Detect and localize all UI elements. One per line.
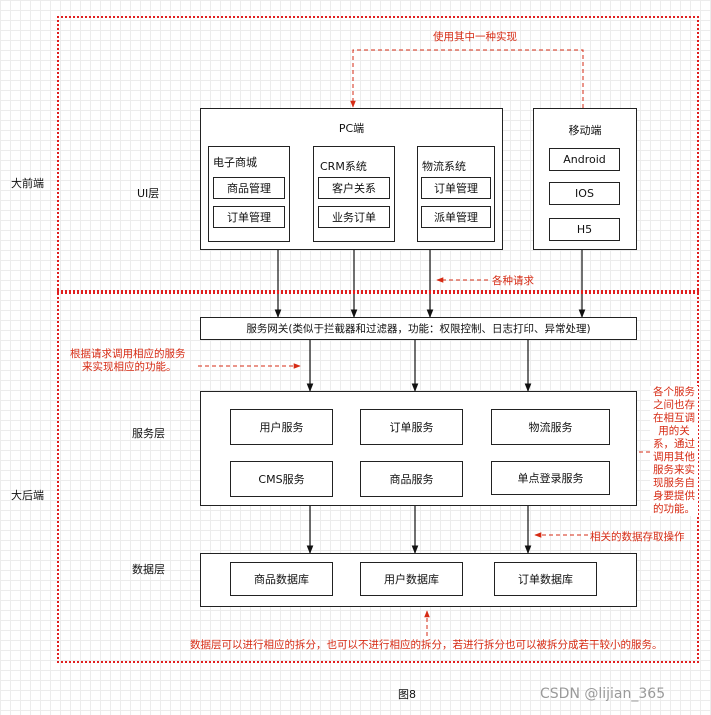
order-service-box: 订单服务 xyxy=(360,409,463,445)
order-db-box: 订单数据库 xyxy=(494,562,597,596)
annotation-routing-line1: 根据请求调用相应的服务 xyxy=(70,348,186,360)
crm-group-title: CRM系统 xyxy=(320,160,367,173)
annotation-service-calls-line: 身要提供 xyxy=(653,490,695,502)
pc-client-title: PC端 xyxy=(338,122,365,135)
annotation-service-calls-line: 调用其他 xyxy=(653,451,695,463)
product-service-box: 商品服务 xyxy=(360,461,463,497)
annotation-data-ops: 相关的数据存取操作 xyxy=(590,531,685,543)
annotation-service-calls-line: 的功能。 xyxy=(653,503,695,515)
crm-item-customer-relations: 客户关系 xyxy=(318,177,390,199)
cms-service-box: CMS服务 xyxy=(230,461,333,497)
mobile-item-android: Android xyxy=(549,148,620,171)
csdn-watermark: CSDN @lijian_365 xyxy=(540,686,666,702)
data-layer-label: 数据层 xyxy=(132,563,165,576)
service-gateway-box: 服务网关(类似于拦截器和过滤器，功能：权限控制、日志打印、异常处理) xyxy=(200,317,637,340)
annotation-routing-line2: 来实现相应的功能。 xyxy=(82,361,177,373)
figure-caption: 图8 xyxy=(398,688,416,701)
annotation-requests: 各种请求 xyxy=(492,275,534,287)
annotation-choose-one-path xyxy=(350,49,584,108)
logistics-group-title: 物流系统 xyxy=(422,160,466,173)
sso-service-box: 单点登录服务 xyxy=(491,461,610,495)
user-db-box: 用户数据库 xyxy=(360,562,463,596)
crm-item-business-orders: 业务订单 xyxy=(318,206,390,228)
frontend-label: 大前端 xyxy=(11,177,44,190)
mobile-item-h5: H5 xyxy=(549,218,620,241)
annotation-service-calls: 各个服务 之间也存 在相互调 用的关 系，通过 调用其他 服务来实 现服务自 身… xyxy=(650,386,698,516)
annotation-service-calls-line: 现服务自 xyxy=(653,477,695,489)
ui-layer-label: UI层 xyxy=(137,187,160,200)
service-layer-label: 服务层 xyxy=(132,427,165,440)
annotation-data-split: 数据层可以进行相应的拆分，也可以不进行相应的拆分，若进行拆分也可以被拆分成若干较… xyxy=(190,639,663,651)
annotation-choose-one: 使用其中一种实现 xyxy=(433,31,517,43)
frontend-region xyxy=(57,16,699,294)
annotation-service-calls-line: 系，通过 xyxy=(653,438,695,450)
annotation-service-calls-line: 用的关 xyxy=(658,425,690,437)
user-service-box: 用户服务 xyxy=(230,409,333,445)
ecommerce-item-product-mgmt: 商品管理 xyxy=(213,177,285,199)
mobile-item-ios: IOS xyxy=(549,182,620,205)
ecommerce-item-order-mgmt: 订单管理 xyxy=(213,206,285,228)
mobile-client-title: 移动端 xyxy=(568,124,602,137)
logistics-item-dispatch-mgmt: 派单管理 xyxy=(421,206,491,228)
annotation-service-calls-line: 服务来实 xyxy=(653,464,695,476)
backend-region xyxy=(57,290,699,663)
backend-label: 大后端 xyxy=(11,489,44,502)
annotation-service-calls-line: 在相互调 xyxy=(653,412,695,424)
logistics-service-box: 物流服务 xyxy=(491,409,610,445)
product-db-box: 商品数据库 xyxy=(230,562,333,596)
annotation-service-calls-line: 各个服务 xyxy=(653,386,695,398)
logistics-item-order-mgmt: 订单管理 xyxy=(421,177,491,199)
ecommerce-group-title: 电子商城 xyxy=(213,156,257,169)
annotation-service-calls-line: 之间也存 xyxy=(653,399,695,411)
